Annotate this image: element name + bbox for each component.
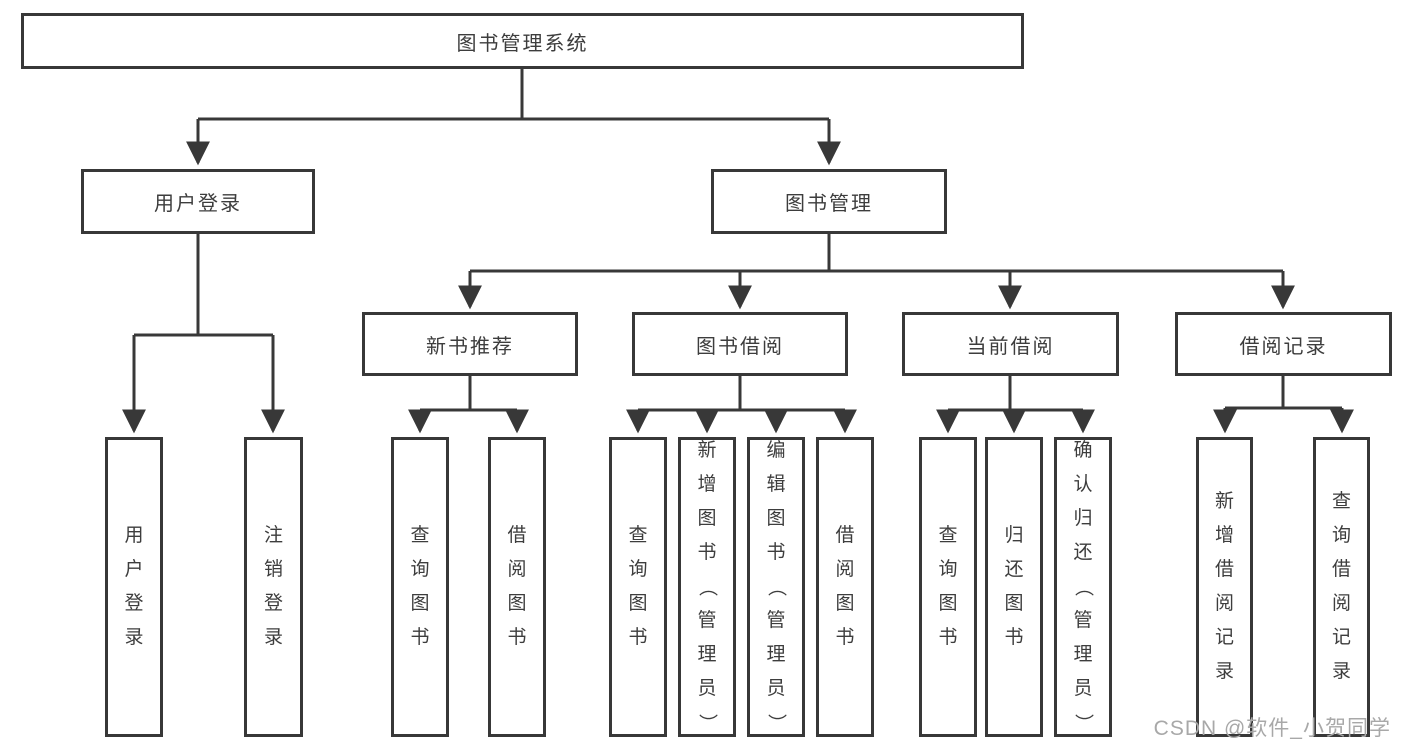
connector-group-new-book-recommend <box>408 376 529 434</box>
vertical-char: 询 <box>1331 525 1351 546</box>
vertical-char: 辑 <box>766 474 786 495</box>
vertical-char: 录 <box>1331 661 1351 682</box>
vertical-char: 用 <box>124 525 144 546</box>
vertical-char: ） <box>1072 713 1094 733</box>
vertical-char: 借 <box>1331 559 1351 580</box>
vertical-char: 图 <box>766 508 786 529</box>
vertical-char: （ <box>765 577 787 597</box>
vertical-char: 查 <box>1331 491 1351 512</box>
vertical-char: 管 <box>697 610 717 631</box>
vertical-char: 录 <box>1214 661 1234 682</box>
vertical-char: 还 <box>1073 542 1093 563</box>
connector-group-book-management <box>458 234 1295 310</box>
node-book-management: 图书管理 <box>711 169 947 234</box>
vertical-char: 图 <box>628 593 648 614</box>
vertical-char: 借 <box>507 525 527 546</box>
leaf-confirm-return-admin: 确认归还 （ 管理员 ） <box>1054 437 1112 737</box>
vertical-char: 图 <box>938 593 958 614</box>
vertical-char: 增 <box>697 474 717 495</box>
vertical-char: 记 <box>1214 627 1234 648</box>
vertical-char: 确 <box>1073 440 1093 461</box>
leaf-user-login: 用户登录 <box>105 437 163 737</box>
vertical-char: 图 <box>1004 593 1024 614</box>
vertical-char: 查 <box>628 525 648 546</box>
vertical-char: 书 <box>766 542 786 563</box>
vertical-char: 书 <box>697 542 717 563</box>
vertical-char: 理 <box>697 644 717 665</box>
node-current-borrow: 当前借阅 <box>902 312 1119 376</box>
vertical-char: 归 <box>1073 508 1093 529</box>
vertical-char: 记 <box>1331 627 1351 648</box>
vertical-char: 还 <box>1004 559 1024 580</box>
connector-group-user-login <box>122 234 285 434</box>
csdn-watermark: CSDN @软件_小贺同学 <box>1153 717 1391 740</box>
node-root-system: 图书管理系统 <box>21 13 1024 69</box>
leaf-edit-books-admin: 编辑图书 （ 管理员 ） <box>747 437 805 737</box>
leaf-query-books-current: 查询图书 <box>919 437 977 737</box>
vertical-char: （ <box>696 577 718 597</box>
vertical-char: 注 <box>263 525 283 546</box>
vertical-char: 编 <box>766 440 786 461</box>
vertical-char: 图 <box>410 593 430 614</box>
leaf-query-books-borrow: 查询图书 <box>609 437 667 737</box>
vertical-char: ） <box>696 713 718 733</box>
connector-group-current-borrow <box>936 376 1095 434</box>
vertical-char: 借 <box>1214 559 1234 580</box>
leaf-query-borrow-record: 查询借阅记录 <box>1313 437 1370 737</box>
vertical-char: 员 <box>1073 678 1093 699</box>
vertical-char: 管 <box>1073 610 1093 631</box>
vertical-char: 阅 <box>835 559 855 580</box>
vertical-char: 户 <box>124 559 144 580</box>
vertical-char: 阅 <box>1331 593 1351 614</box>
vertical-char: 理 <box>766 644 786 665</box>
vertical-char: 阅 <box>1214 593 1234 614</box>
node-new-book-recommend: 新书推荐 <box>362 312 578 376</box>
vertical-char: 书 <box>507 627 527 648</box>
vertical-char: 员 <box>697 678 717 699</box>
vertical-char: 借 <box>835 525 855 546</box>
node-borrow-records: 借阅记录 <box>1175 312 1392 376</box>
vertical-char: 登 <box>263 593 283 614</box>
vertical-char: 书 <box>628 627 648 648</box>
vertical-char: 书 <box>410 627 430 648</box>
vertical-char: 员 <box>766 678 786 699</box>
leaf-query-books-recommend: 查询图书 <box>391 437 449 737</box>
vertical-char: 阅 <box>507 559 527 580</box>
vertical-char: ） <box>765 713 787 733</box>
vertical-char: 录 <box>263 627 283 648</box>
leaf-borrow-books: 借阅图书 <box>816 437 874 737</box>
vertical-char: 书 <box>835 627 855 648</box>
vertical-char: 书 <box>938 627 958 648</box>
vertical-char: 销 <box>263 559 283 580</box>
vertical-char: 管 <box>766 610 786 631</box>
vertical-char: 登 <box>124 593 144 614</box>
vertical-char: 查 <box>410 525 430 546</box>
vertical-char: 图 <box>835 593 855 614</box>
vertical-char: 理 <box>1073 644 1093 665</box>
vertical-char: 认 <box>1073 474 1093 495</box>
connector-group-borrow-records <box>1213 376 1354 434</box>
connector-group-root <box>186 69 841 166</box>
vertical-char: 书 <box>1004 627 1024 648</box>
vertical-char: 归 <box>1004 525 1024 546</box>
leaf-add-borrow-record: 新增借阅记录 <box>1196 437 1253 737</box>
node-user-login: 用户登录 <box>81 169 315 234</box>
leaf-return-books: 归还图书 <box>985 437 1043 737</box>
vertical-char: 新 <box>1214 491 1234 512</box>
vertical-char: 查 <box>938 525 958 546</box>
vertical-char: 询 <box>938 559 958 580</box>
vertical-char: 询 <box>628 559 648 580</box>
vertical-char: （ <box>1072 577 1094 597</box>
leaf-add-books-admin: 新增图书 （ 管理员 ） <box>678 437 736 737</box>
vertical-char: 录 <box>124 627 144 648</box>
vertical-char: 图 <box>697 508 717 529</box>
leaf-borrow-books-recommend: 借阅图书 <box>488 437 546 737</box>
node-book-borrow: 图书借阅 <box>632 312 848 376</box>
vertical-char: 增 <box>1214 525 1234 546</box>
connector-group-book-borrow <box>626 376 857 434</box>
vertical-char: 图 <box>507 593 527 614</box>
vertical-char: 新 <box>697 440 717 461</box>
vertical-char: 询 <box>410 559 430 580</box>
leaf-logout: 注销登录 <box>244 437 303 737</box>
